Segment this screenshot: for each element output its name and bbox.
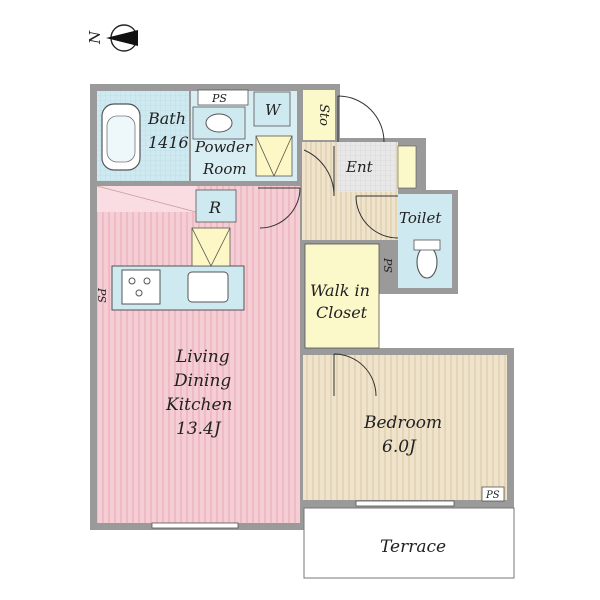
walk-in-closet: [304, 243, 380, 349]
ps-label-2: PS: [95, 287, 108, 303]
powder-room-label-2: Room: [202, 160, 247, 178]
terrace-label: Terrace: [380, 537, 446, 557]
closet-label-2: Closet: [316, 303, 368, 322]
washer-space: [253, 91, 291, 127]
ps-box: [197, 89, 249, 106]
bath-label: Bath: [147, 109, 186, 128]
bedroom-label: Bedroom: [363, 413, 442, 433]
entrance-label: Ent: [345, 158, 374, 176]
ps-label-4: PS: [485, 490, 500, 501]
range-hood: [191, 227, 231, 267]
refrigerator-space: [195, 189, 237, 223]
ldk-label-3: Kitchen: [165, 395, 232, 415]
kitchen-counter: [111, 265, 245, 311]
north-arrow-icon: [106, 30, 138, 46]
washer-label: W: [265, 101, 282, 119]
bedroom: [303, 355, 507, 500]
ldk-label-2: Dining: [173, 371, 231, 391]
storage-label: Sto: [316, 104, 331, 126]
powder-room-label: Powder: [194, 138, 253, 156]
north-label: N: [86, 30, 104, 45]
washbasin-icon: [205, 113, 233, 133]
doors: [258, 95, 399, 397]
storage: [303, 90, 335, 140]
sink-icon: [187, 271, 229, 303]
windows: [151, 500, 455, 529]
toilet-room: [398, 194, 452, 288]
bath-size-label: 1416: [148, 133, 189, 152]
bedroom-size-label: 6.0J: [382, 437, 417, 457]
terrace: [303, 507, 515, 579]
ldk-size-label: 13.4J: [176, 419, 222, 439]
powder-room: [191, 91, 297, 181]
entrance: [338, 142, 417, 192]
compass: N: [86, 24, 138, 52]
stove-icon: [121, 269, 161, 305]
ldk-label-1: Living: [175, 347, 230, 367]
refrigerator-label: R: [208, 198, 221, 217]
toilet-icon: [416, 245, 438, 279]
ps-label-1: PS: [211, 92, 227, 105]
bath-room: [97, 91, 189, 181]
closet-label: Walk in: [310, 281, 370, 300]
toilet-label: Toilet: [399, 209, 442, 227]
ps-box: [481, 486, 505, 502]
labels: Bath 1416 Powder Room W PS Sto Ent Toile…: [95, 92, 500, 557]
ps-label-3: PS: [381, 257, 394, 273]
